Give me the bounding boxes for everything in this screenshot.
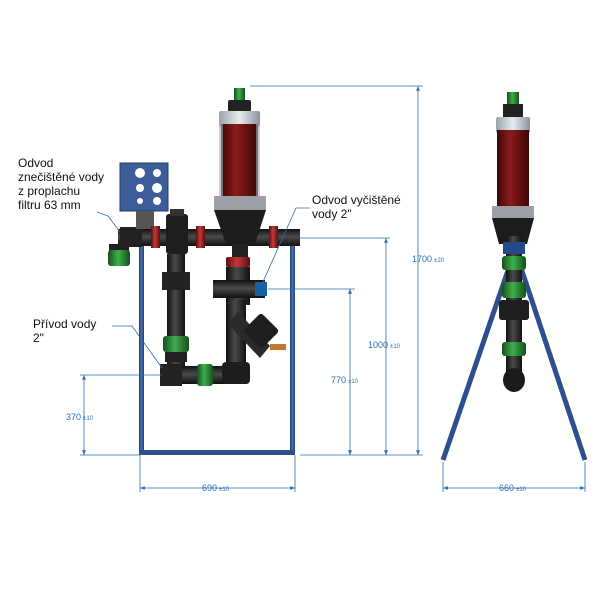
label-line: Přívod vody: [33, 317, 97, 331]
label-inlet: Přívod vody 2": [33, 317, 96, 345]
side-view: [440, 92, 588, 461]
dimension-lines: [80, 85, 586, 492]
union-red-1: [151, 226, 160, 248]
dim-width-side: 660±10: [499, 483, 527, 493]
front-view: [108, 88, 300, 455]
label-drain-dirty: Odvod znečištěné vody z proplachu filtru…: [18, 156, 104, 212]
label-line: vody 2": [312, 207, 352, 221]
dim-height-total: 1700±20: [412, 254, 445, 264]
label-line: z proplachu: [18, 184, 81, 198]
tripod-leg-right: [512, 249, 588, 461]
label-line: 2": [33, 331, 44, 345]
inlet-coupling-green-2: [197, 364, 213, 386]
drain-coupling-green: [108, 250, 130, 266]
mounting-plate: [119, 162, 169, 229]
backflush-valve: [166, 209, 188, 254]
label-line: Odvod: [18, 156, 54, 170]
support-frame: [139, 235, 295, 455]
dim-height-mid: 770±10: [331, 375, 359, 385]
dim-height-inlet: 370±10: [66, 412, 94, 422]
dim-width-front: 690±10: [202, 483, 230, 493]
clean-outlet-port: [255, 282, 267, 296]
union-red-2: [196, 226, 205, 248]
label-line: znečištěné vody: [18, 170, 105, 184]
label-line: filtru 63 mm: [18, 198, 81, 212]
y-strainer: [222, 300, 286, 384]
disc-filter-housing: [214, 88, 266, 267]
label-outlet-clean: Odvod vyčištěné vody 2": [312, 193, 401, 221]
inlet-coupling-green-1: [163, 336, 189, 352]
elbow-fitting: [120, 227, 142, 247]
leader-lines: [96, 207, 310, 369]
union-red-3: [269, 226, 278, 248]
dim-height-outlet: 1000±10: [368, 340, 401, 350]
label-line: Odvod vyčištěné: [312, 193, 401, 207]
